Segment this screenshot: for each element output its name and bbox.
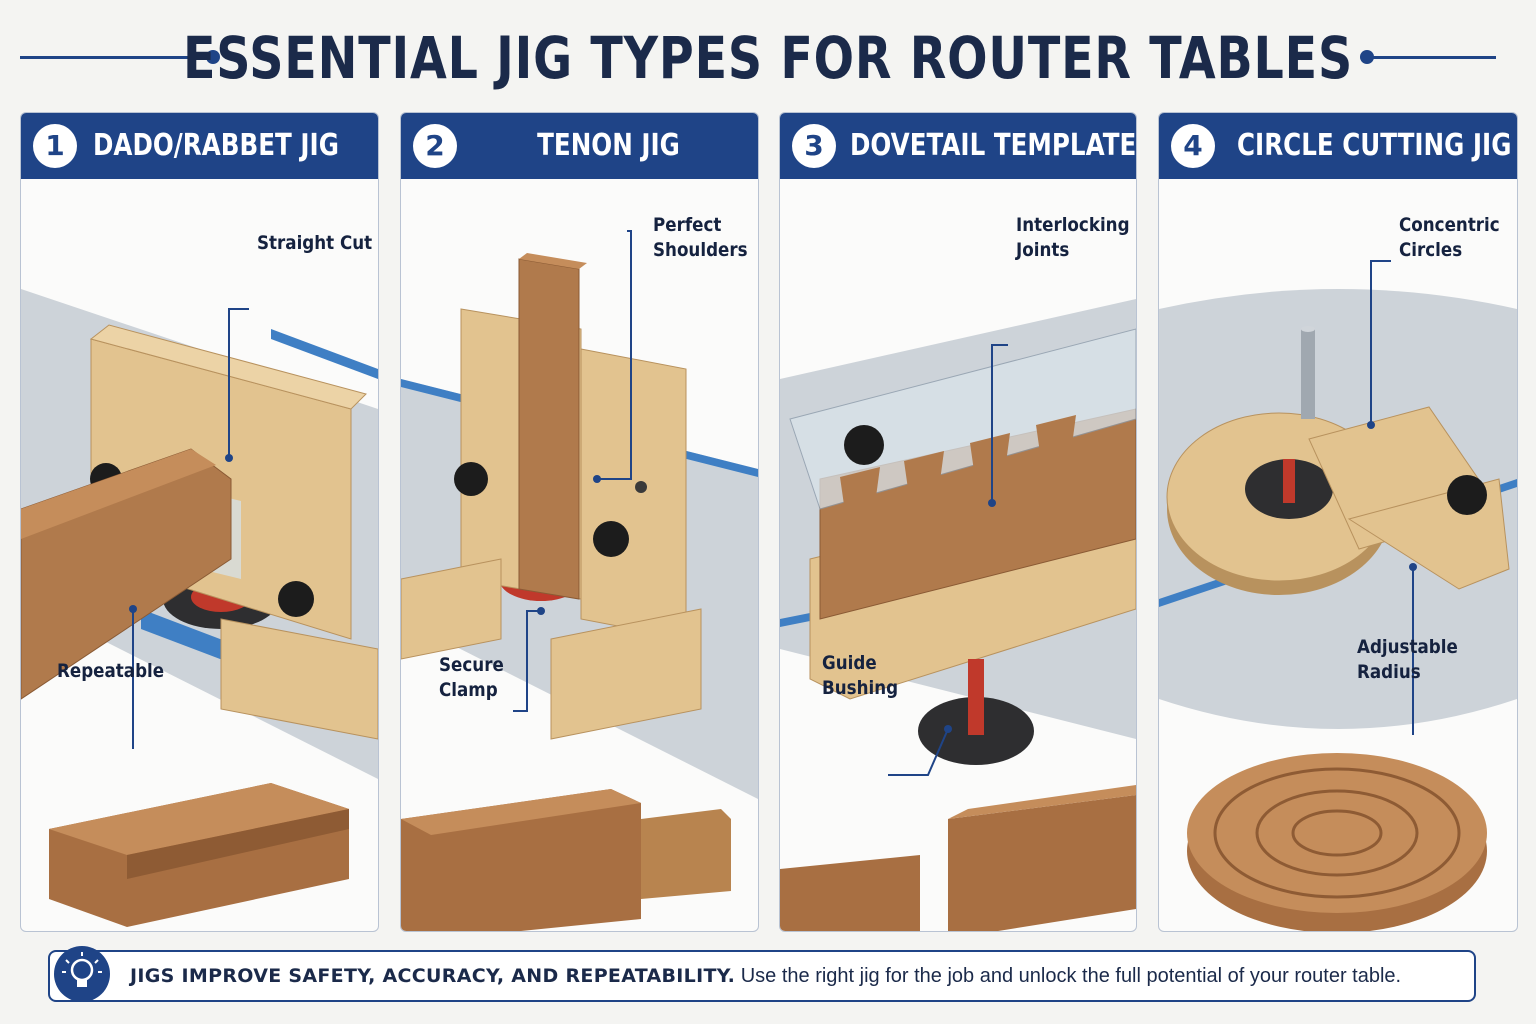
tenon-sample-tongue [641,809,731,899]
panel-tenon-jig: 2 TENON JIG Perfect Shoulders Secure Cla… [400,112,759,932]
knob-icon [593,521,629,557]
footer-tip-banner: JIGS IMPROVE SAFETY, ACCURACY, AND REPEA… [48,946,1476,1002]
disc-ring-middle [1255,789,1419,877]
title-rule-right [1366,56,1496,59]
guide-bushing-bit [968,659,984,735]
title-dot-left [206,50,220,64]
dovetail-sample-pin [948,795,1136,931]
callout-line-clamp [513,610,541,712]
rabbet-step [127,809,349,879]
callout-line-shoulders [597,230,632,480]
callout-line-1: Perfect [653,214,722,236]
panel-title: TENON JIG [537,128,680,163]
callout-dot [1367,421,1375,429]
callout-line-bushing [888,728,949,776]
callout-line-1: Guide [822,652,877,674]
panel-header: 1 DADO/RABBET JIG [21,113,378,179]
callout-line-2: Clamp [439,679,498,701]
dovetail-sample-tail [780,855,920,931]
circle-jig-illustration [1159,260,1517,931]
panel-title: CIRCLE CUTTING JIG [1237,128,1512,163]
tenon-workpiece-top [519,253,587,269]
pivot-pin [1301,329,1315,419]
jig-base-right [550,608,702,740]
title-dot-right [1360,50,1374,64]
panel-header: 3 DOVETAIL TEMPLATE [780,113,1136,179]
dado-jig-illustration [21,289,378,927]
footer-bold: JIGS IMPROVE SAFETY, ACCURACY, AND REPEA… [130,965,736,987]
page-title: ESSENTIAL JIG TYPES FOR ROUTER TABLES [182,24,1354,92]
callout-concentric-circles: Concentric Circles [1399,213,1500,263]
callout-dot [1409,563,1417,571]
panel-title: DADO/RABBET JIG [93,128,339,163]
footer-text: JIGS IMPROVE SAFETY, ACCURACY, AND REPEA… [130,952,1401,1000]
footer-body: Use the right jig for the job and unlock… [735,965,1402,987]
panel-number: 1 [33,124,77,168]
jig-side-right [580,348,687,640]
title-rule-left [20,56,212,59]
callout-guide-bushing: Guide Bushing [822,651,898,701]
callout-line-2: Bushing [822,677,899,699]
dovetail-sample-top [948,785,1136,819]
callout-line-circles [1370,260,1391,425]
callout-dot [944,725,952,733]
tenon-workpiece [518,258,580,600]
panel-circle-cutting-jig: 4 CIRCLE CUTTING JIG Concentric Circles … [1158,112,1518,932]
callout-dot [129,605,137,613]
panel-header: 2 TENON JIG [401,113,758,179]
callout-perfect-shoulders: Perfect Shoulders [653,213,748,263]
workpiece-top [21,449,216,539]
callout-line-1: Secure [439,654,504,676]
panel-header: 4 CIRCLE CUTTING JIG [1159,113,1517,179]
panel-dovetail-template: 3 DOVETAIL TEMPLATE Interlocking Joints … [779,112,1137,932]
callout-line-2: Shoulders [653,239,748,261]
knob-icon [1447,475,1487,515]
panel-title: DOVETAIL TEMPLATE [850,128,1137,163]
jig-base-block [220,618,378,740]
callout-line-2: Joints [1016,239,1070,261]
panel-number: 3 [792,124,836,168]
miter-track-back [271,329,378,379]
disc-ring-inner [1291,809,1383,857]
lightbulb-icon [54,946,110,1002]
tenon-jig-illustration [401,230,758,931]
panel-dado-rabbet-jig: 1 DADO/RABBET JIG Straight Cut Repeatabl… [20,112,379,932]
disc-sample-face [1187,753,1487,913]
panel-number: 4 [1171,124,1215,168]
bolt-icon [635,481,647,493]
rabbet-sample-top [49,783,349,855]
callout-secure-clamp: Secure Clamp [439,653,504,703]
callout-straight-cut: Straight Cut [257,232,373,254]
callout-line-1: Interlocking [1016,214,1130,236]
jig-base-left [401,558,502,660]
router-bit [1283,459,1295,503]
callout-dot [537,607,545,615]
callout-line-joints [991,344,1008,503]
callout-line-1: Adjustable [1357,636,1458,658]
pivot-pin-top [1301,326,1315,332]
callout-line-2: Radius [1357,661,1421,683]
callout-adjustable-radius: Adjustable Radius [1357,635,1458,685]
callout-line-1: Concentric [1399,214,1500,236]
callout-line-2: Circles [1399,239,1463,261]
callout-line-straight-cut [228,308,249,458]
title-row: ESSENTIAL JIG TYPES FOR ROUTER TABLES [0,18,1536,98]
callout-repeatable: Repeatable [57,660,165,682]
panel-number: 2 [413,124,457,168]
knob-icon [454,462,488,496]
dovetail-jig-illustration [780,299,1136,931]
callout-dot [593,475,601,483]
callout-dot [988,499,996,507]
template-guide [789,328,1136,510]
knob-icon [844,425,884,465]
tenon-sample-top [401,789,641,835]
template-fingers [840,415,1076,505]
callout-interlocking-joints: Interlocking Joints [1016,213,1130,263]
knob-icon [278,581,314,617]
disc-ring-outer [1213,767,1461,899]
callout-dot [225,454,233,462]
